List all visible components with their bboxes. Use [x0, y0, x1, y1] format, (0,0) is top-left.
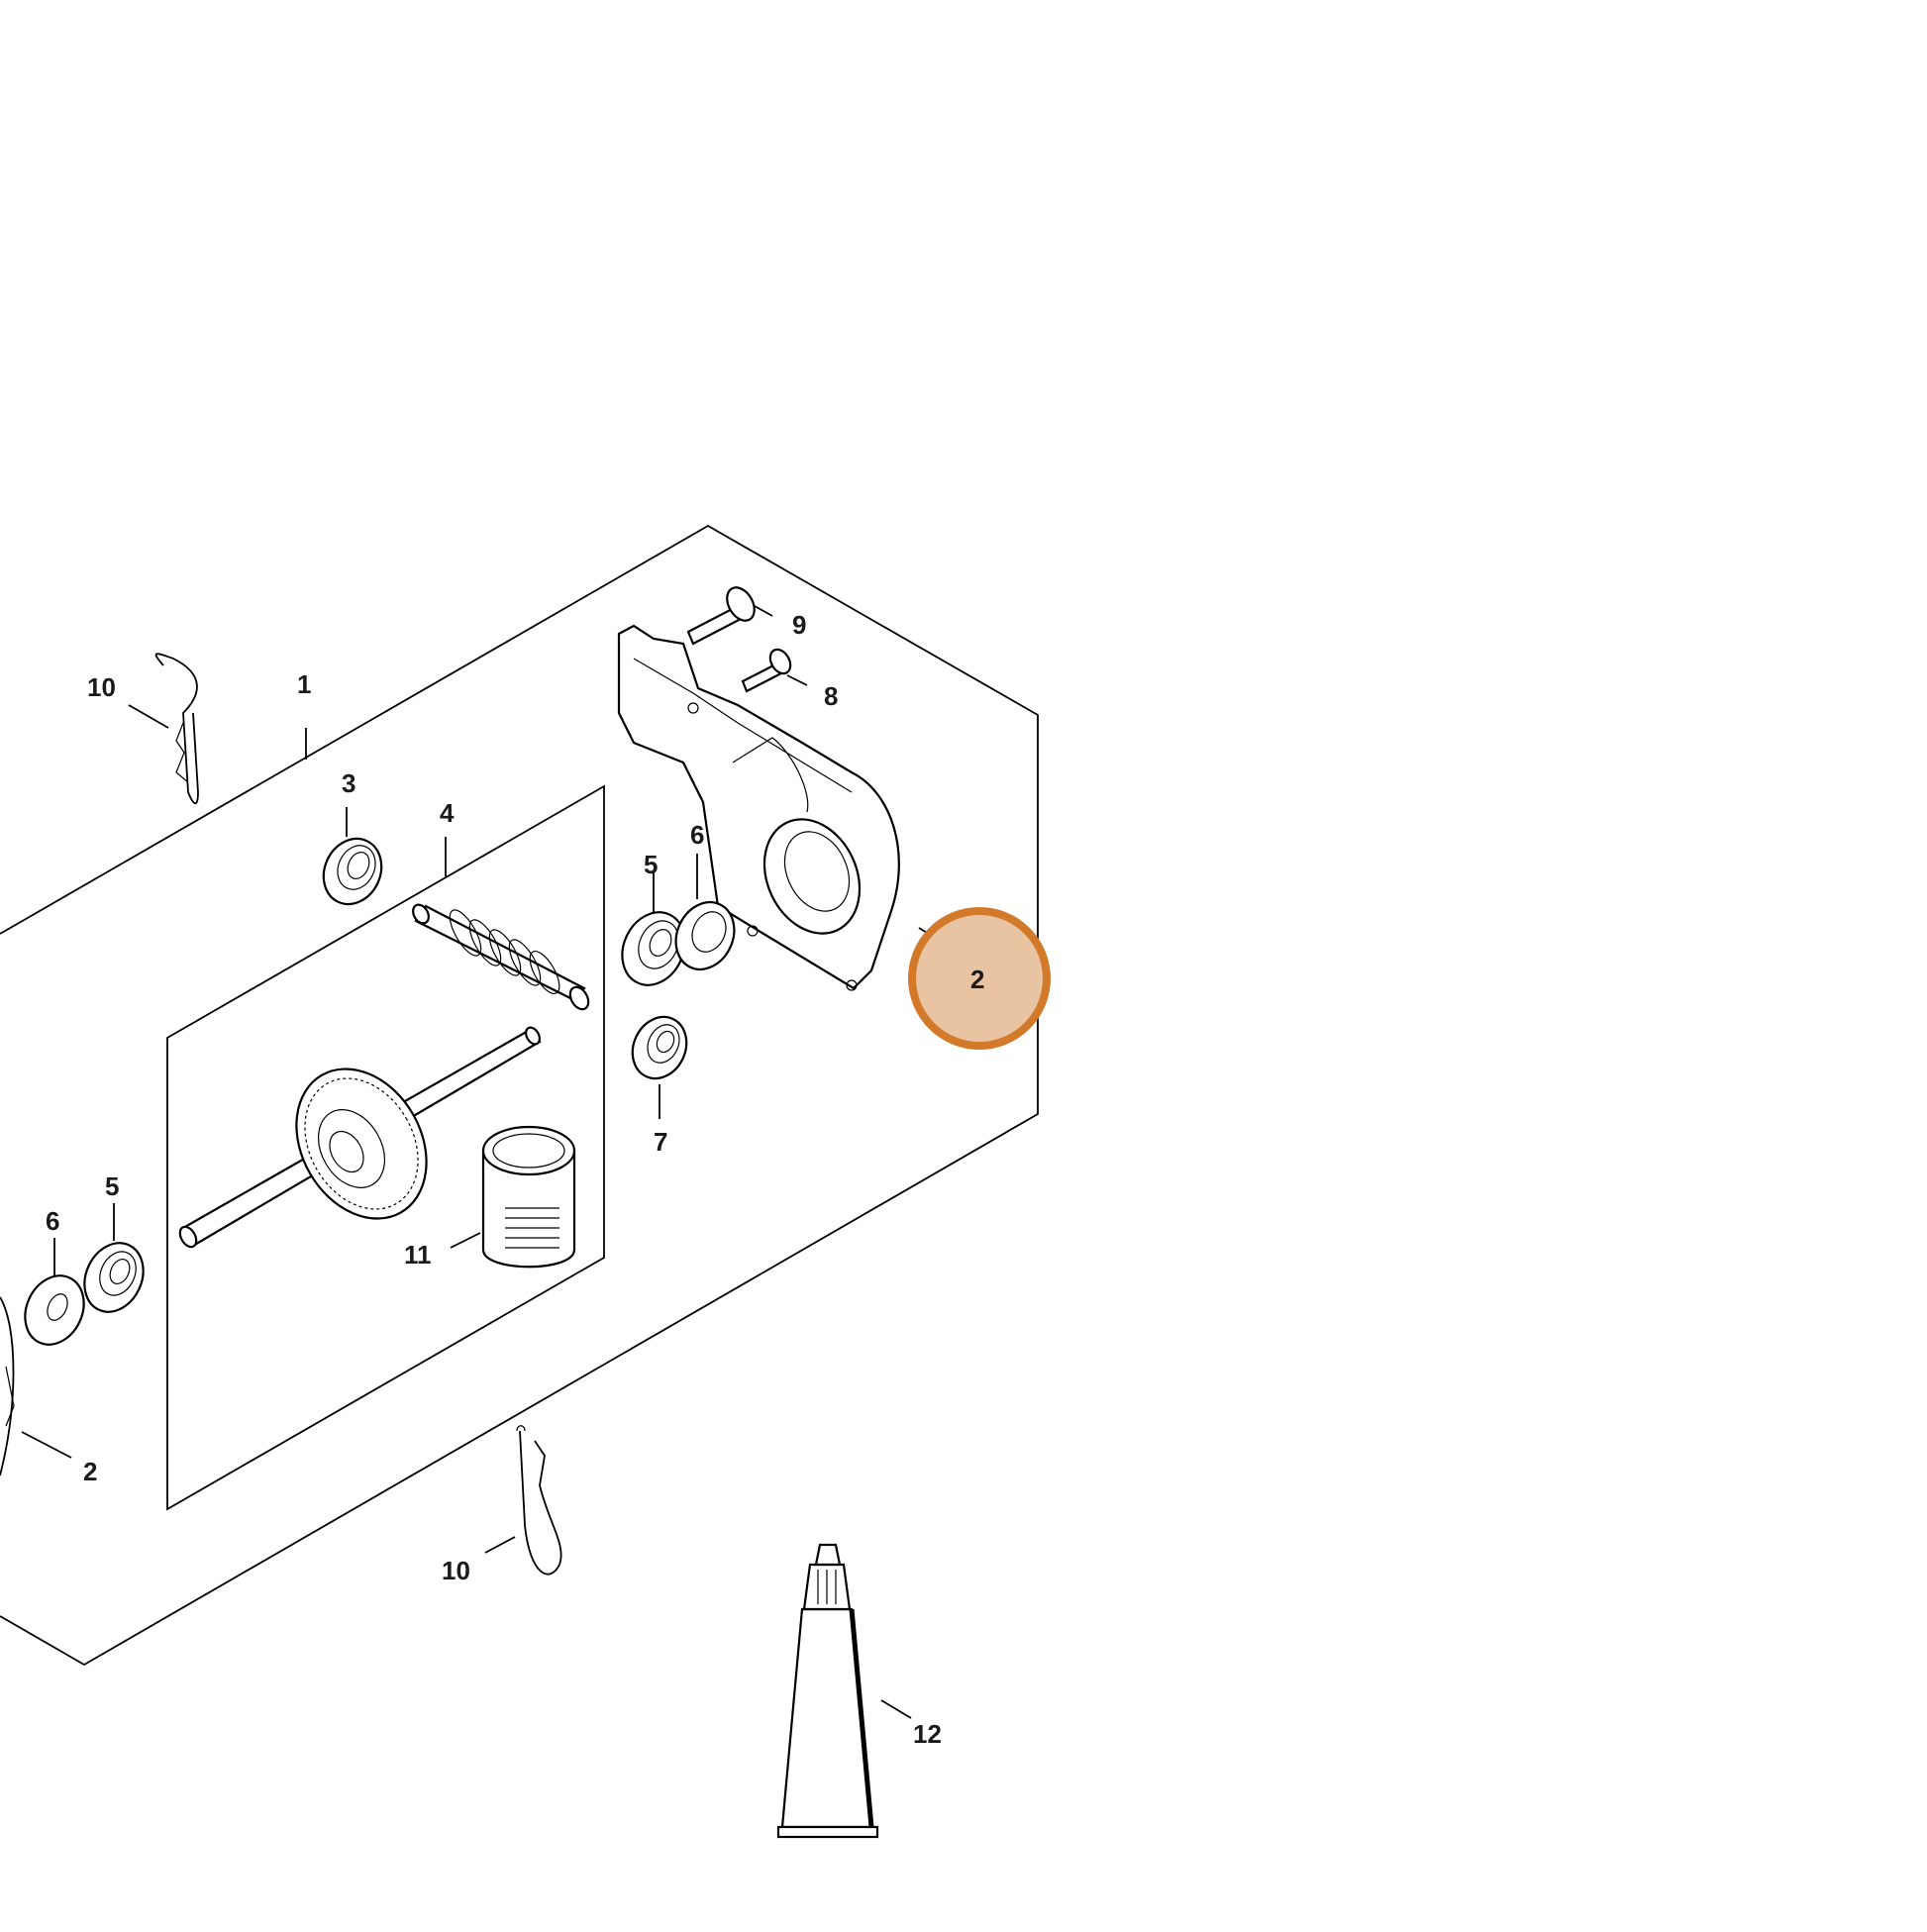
svg-text:2: 2 [83, 1457, 97, 1486]
washer-part-6-left [24, 1274, 85, 1346]
callout-4[interactable]: 4 [440, 798, 455, 828]
svg-text:9: 9 [792, 610, 806, 640]
callout-10-bottom[interactable]: 10 [442, 1556, 470, 1585]
kit-outline-box [0, 524, 1039, 1667]
bearing-part-5-left [83, 1242, 145, 1313]
callout-5-left[interactable]: 5 [105, 1171, 119, 1201]
callout-8[interactable]: 8 [824, 681, 838, 711]
svg-text:6: 6 [690, 820, 704, 850]
cotter-pin-top [154, 653, 199, 805]
callout-12[interactable]: 12 [913, 1719, 942, 1749]
svg-text:12: 12 [913, 1719, 942, 1749]
bearing-part-3 [322, 837, 383, 906]
svg-text:11: 11 [404, 1240, 432, 1270]
bearing-part-7 [631, 1015, 688, 1080]
svg-text:4: 4 [440, 798, 455, 828]
callout-7[interactable]: 7 [654, 1127, 667, 1157]
svg-text:1: 1 [297, 669, 311, 699]
svg-text:2: 2 [970, 965, 984, 994]
callout-1[interactable]: 1 [297, 669, 311, 699]
gear-shaft-assembly [178, 1026, 542, 1249]
grease-container-part-11 [481, 1125, 576, 1269]
highlighted-callout-2[interactable]: 2 [908, 907, 1051, 1050]
svg-text:8: 8 [824, 681, 838, 711]
svg-text:10: 10 [87, 672, 116, 702]
svg-text:6: 6 [46, 1206, 59, 1236]
callout-3[interactable]: 3 [342, 768, 355, 798]
screw-part-9 [686, 586, 756, 646]
callout-9[interactable]: 9 [792, 610, 806, 640]
seal-part-6-right [674, 901, 736, 970]
bearing-part-5-right [621, 911, 686, 986]
svg-text:5: 5 [644, 850, 658, 879]
screw-part-8 [741, 648, 792, 693]
svg-text:7: 7 [654, 1127, 667, 1157]
callout-10-top[interactable]: 10 [87, 672, 116, 702]
cotter-pin-bottom [516, 1425, 562, 1576]
grease-tube-part-12 [776, 1543, 879, 1839]
gear-housing-part-2 [617, 624, 900, 991]
svg-text:3: 3 [342, 768, 355, 798]
callout-6-right[interactable]: 6 [690, 820, 704, 850]
gear-housing-part-2-left [0, 1296, 15, 1476]
callout-5-right[interactable]: 5 [644, 850, 658, 879]
callout-6-left[interactable]: 6 [46, 1206, 59, 1236]
callout-11[interactable]: 11 [404, 1240, 432, 1270]
subassembly-outline-box [166, 784, 605, 1511]
svg-text:5: 5 [105, 1171, 119, 1201]
worm-shaft-part-4 [412, 903, 590, 1011]
svg-text:10: 10 [442, 1556, 470, 1585]
callout-2-left[interactable]: 2 [83, 1457, 97, 1486]
